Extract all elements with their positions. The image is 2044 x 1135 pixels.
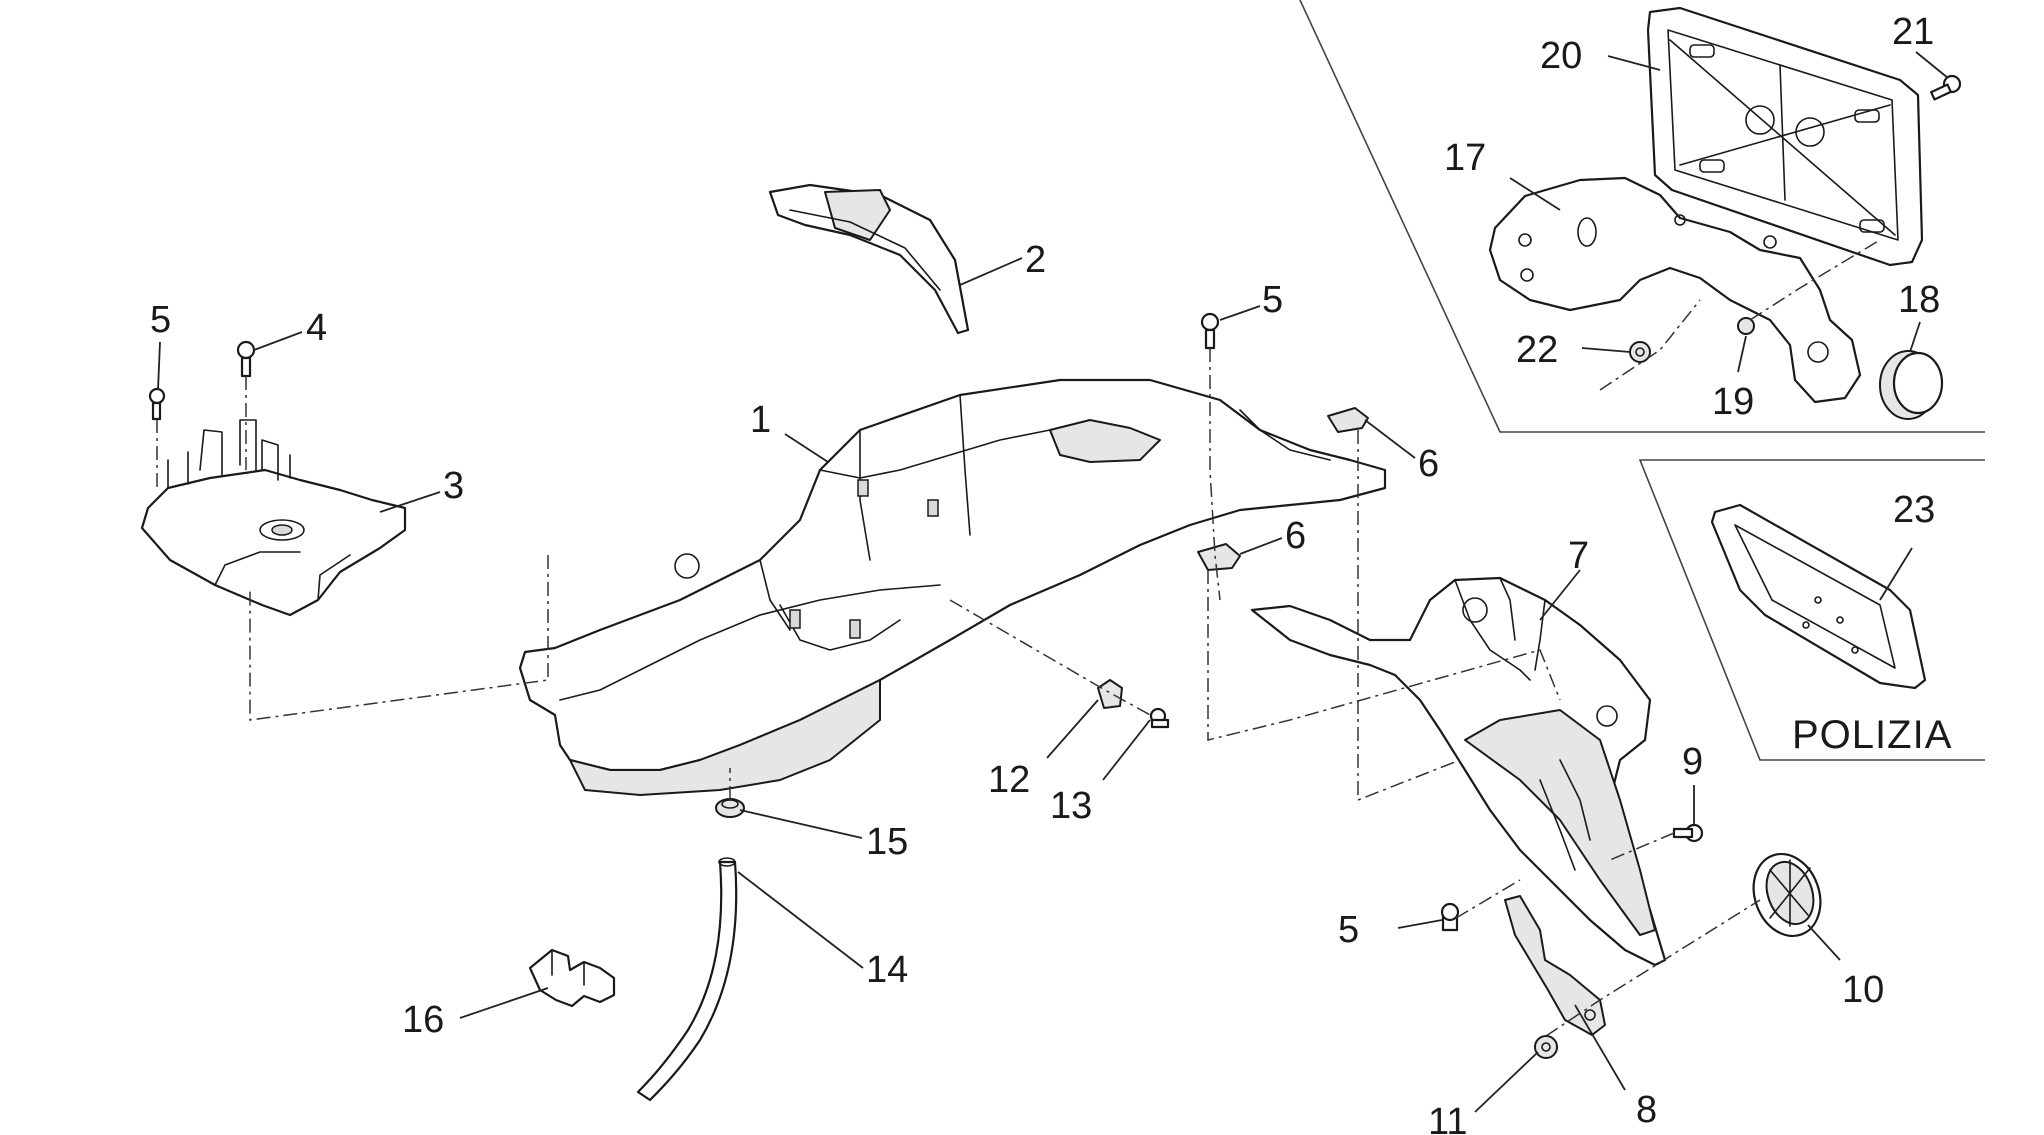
callout-14: 14 bbox=[866, 949, 908, 991]
callout-17: 17 bbox=[1444, 137, 1486, 179]
callout-19: 19 bbox=[1712, 381, 1754, 423]
part-6-clip-lower bbox=[1197, 543, 1241, 571]
part-22-nut bbox=[1629, 341, 1651, 363]
part-3-battery-tray bbox=[140, 419, 407, 617]
part-15-grommet bbox=[715, 798, 745, 818]
callout-18: 18 bbox=[1898, 279, 1940, 321]
part-17-plate-bracket bbox=[1488, 176, 1862, 404]
callout-5-lower: 5 bbox=[1338, 909, 1359, 951]
part-13-screw bbox=[1149, 707, 1170, 729]
part-1-rear-undertray bbox=[518, 378, 1387, 796]
callout-labels: 1 2 3 4 5 5 5 6 6 7 8 9 10 11 12 13 14 1… bbox=[150, 11, 1952, 1135]
part-18-round-cap bbox=[1879, 350, 1944, 420]
callout-13: 13 bbox=[1050, 785, 1092, 827]
part-23-police-plate bbox=[1710, 503, 1927, 690]
callout-1: 1 bbox=[750, 399, 771, 441]
callout-7: 7 bbox=[1568, 535, 1589, 577]
callout-5-left: 5 bbox=[150, 299, 171, 341]
callout-23: 23 bbox=[1893, 489, 1935, 531]
callout-15: 15 bbox=[866, 821, 908, 863]
callout-3: 3 bbox=[443, 465, 464, 507]
part-6-clip-upper bbox=[1327, 407, 1369, 433]
part-7-rear-mudguard bbox=[1250, 576, 1667, 967]
callout-21: 21 bbox=[1892, 11, 1934, 53]
leader-lines bbox=[157, 51, 1949, 1113]
assembly-lines bbox=[156, 239, 1881, 1037]
part-8-reflector-bracket bbox=[1504, 895, 1606, 1036]
part-4-screw bbox=[236, 340, 256, 378]
part-20-license-plate-holder bbox=[1646, 6, 1924, 267]
part-21-screw bbox=[1930, 74, 1962, 101]
callout-8: 8 bbox=[1636, 1089, 1657, 1131]
part-16-cable-clamp bbox=[528, 948, 616, 1008]
callout-20: 20 bbox=[1540, 35, 1582, 77]
callout-2: 2 bbox=[1025, 239, 1046, 281]
callout-5-center: 5 bbox=[1262, 279, 1283, 321]
callout-22: 22 bbox=[1516, 329, 1558, 371]
part-5-screw-center bbox=[1200, 312, 1220, 350]
callout-4: 4 bbox=[306, 307, 327, 349]
part-9-screw bbox=[1672, 823, 1704, 843]
part-12-clip-nut bbox=[1097, 679, 1123, 709]
callout-10: 10 bbox=[1842, 969, 1884, 1011]
part-2-trim-cover bbox=[768, 183, 970, 335]
part-5-screw-lower bbox=[1440, 902, 1460, 932]
police-plate-label: POLIZIA bbox=[1792, 713, 1952, 757]
police-plate-inset-frame bbox=[1638, 459, 1985, 761]
license-plate-inset-frame bbox=[1299, 0, 1985, 433]
part-11-nut bbox=[1534, 1035, 1558, 1059]
callout-16: 16 bbox=[402, 999, 444, 1041]
callout-6-lower: 6 bbox=[1285, 515, 1306, 557]
callout-12: 12 bbox=[988, 759, 1030, 801]
callout-6-upper: 6 bbox=[1418, 443, 1439, 485]
callout-11: 11 bbox=[1428, 1101, 1467, 1135]
part-19-nut bbox=[1737, 317, 1755, 335]
part-10-round-reflector bbox=[1752, 852, 1822, 938]
part-5-screw-left bbox=[148, 387, 166, 421]
part-14-drain-hose bbox=[636, 857, 738, 1102]
callout-9: 9 bbox=[1682, 741, 1703, 783]
